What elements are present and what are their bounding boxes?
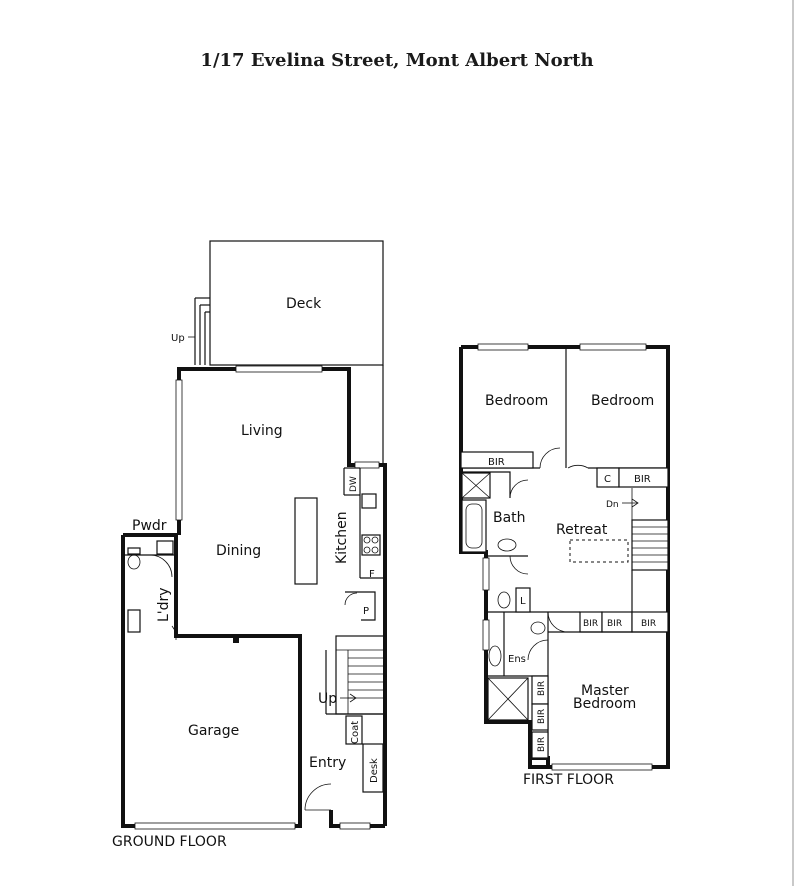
kitchen-bench xyxy=(343,467,385,579)
coat-cupboard xyxy=(345,715,363,745)
bir-master-6 xyxy=(531,731,549,759)
pwdr-label: Pwdr xyxy=(132,518,167,534)
page-edge-divider xyxy=(792,0,794,886)
ens-shower xyxy=(487,677,529,721)
first-floor-plan xyxy=(459,343,670,771)
kitchen-window xyxy=(354,461,380,469)
bir-bedroom-1 xyxy=(460,451,534,469)
pantry-label: P xyxy=(363,606,369,617)
dn-label: Dn xyxy=(606,500,619,510)
bir-label-4: BIR xyxy=(607,619,622,629)
desk-bench xyxy=(362,743,384,793)
kitchen-label: Kitchen xyxy=(334,511,350,564)
ground-floor-label: GROUND FLOOR xyxy=(112,834,227,850)
garage-label: Garage xyxy=(188,723,239,739)
dining-label: Dining xyxy=(216,543,261,559)
bath-window xyxy=(482,557,490,591)
bedroom-1-label: Bedroom xyxy=(485,393,548,409)
coat-label: Coat xyxy=(350,721,361,744)
retreat-skylight xyxy=(569,539,629,563)
upper-stairs xyxy=(622,488,669,612)
ens-basin xyxy=(488,645,502,667)
c-label: C xyxy=(604,474,611,485)
bedroom-2-door xyxy=(567,464,589,469)
bir-label-8: BIR xyxy=(537,737,547,752)
front-door-swing xyxy=(304,783,332,811)
bir-label-5: BIR xyxy=(641,619,656,629)
bath-block xyxy=(461,471,529,575)
ground-stairs xyxy=(325,635,385,715)
bir-label-7: BIR xyxy=(537,709,547,724)
up-label-stairs: Up xyxy=(318,691,337,707)
living-door-deck xyxy=(235,365,323,373)
dw-label: DW xyxy=(349,476,359,492)
bedroom-2-label: Bedroom xyxy=(591,393,654,409)
page-title: 1/17 Evelina Street, Mont Albert North xyxy=(200,50,594,71)
retreat-label: Retreat xyxy=(556,522,608,538)
living-label: Living xyxy=(241,423,283,439)
linen-label: L xyxy=(520,596,526,607)
ldry-label: L'dry xyxy=(156,587,172,622)
ens-door xyxy=(527,639,549,661)
bir-label-2: BIR xyxy=(634,474,651,485)
master-label-2: Bedroom xyxy=(573,696,636,712)
garage-wall-outline xyxy=(121,533,302,828)
deck-steps xyxy=(194,297,210,365)
master-window xyxy=(551,763,653,771)
ens-toilet xyxy=(530,621,546,635)
bir-bedroom-2 xyxy=(618,467,669,488)
entry-window xyxy=(339,822,371,830)
pantry-walls xyxy=(344,591,376,621)
bir-label-1: BIR xyxy=(488,457,505,468)
upper-left-wall xyxy=(459,347,548,769)
master-label-1: Master xyxy=(581,683,629,699)
master-door xyxy=(547,611,569,633)
bir-label-3: BIR xyxy=(583,619,598,629)
deck-outline xyxy=(209,240,384,366)
ens-label: Ens xyxy=(508,654,526,665)
deck-label: Deck xyxy=(286,296,322,312)
entry-label: Entry xyxy=(309,755,346,771)
bedroom-1-window xyxy=(477,343,529,351)
ground-floor-plan xyxy=(121,240,387,830)
bath-label: Bath xyxy=(493,510,526,526)
first-floor-label: FIRST FLOOR xyxy=(523,772,614,788)
bedroom-1-door xyxy=(539,447,561,469)
desk-label: Desk xyxy=(369,758,380,783)
garage-door xyxy=(134,822,296,830)
garage-post xyxy=(233,637,239,643)
ens-window xyxy=(482,619,490,651)
up-label-deck: Up xyxy=(171,333,185,344)
fridge-label: F xyxy=(369,569,375,580)
bir-label-6: BIR xyxy=(537,681,547,696)
bedroom-2-window xyxy=(579,343,647,351)
linen-toilet xyxy=(486,587,531,613)
living-window-left xyxy=(175,379,183,521)
bir-master-5 xyxy=(531,703,549,731)
kitchen-island xyxy=(294,497,318,585)
